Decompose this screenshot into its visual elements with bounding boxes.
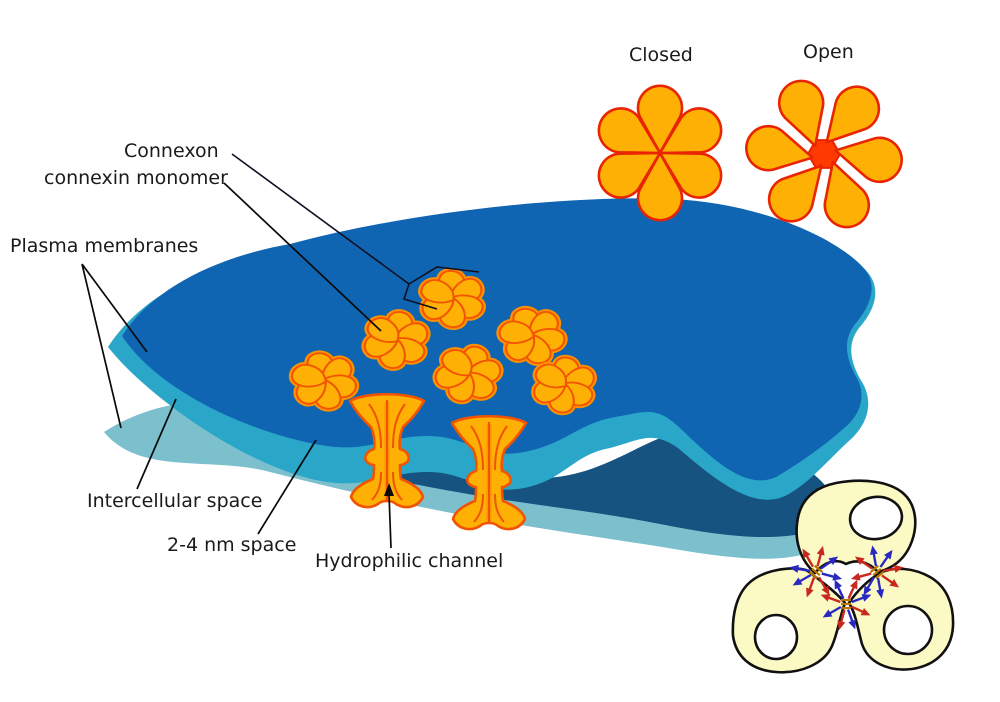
- connexon-leader-line: [231, 153, 410, 285]
- nm-space-leader-line: [257, 439, 317, 535]
- top-membrane-face: [122, 198, 872, 481]
- cell-nucleus-hole: [753, 613, 799, 661]
- label-intercellular-space: Intercellular space: [87, 490, 263, 512]
- open-connexon: [740, 73, 908, 235]
- coupled-cells: [731, 479, 955, 674]
- label-hydrophilic-channel: Hydrophilic channel: [315, 550, 504, 572]
- label-connexon: Connexon: [124, 140, 219, 162]
- label-open-state: Open: [803, 41, 854, 63]
- label-nm-space: 2-4 nm space: [167, 534, 297, 556]
- intercellular-space-leader-line: [136, 398, 177, 490]
- label-closed-state: Closed: [629, 44, 693, 66]
- plasma-membranes-leader-lines: [81, 263, 148, 429]
- hydrophilic-channel-leader-line: [388, 493, 392, 549]
- cell-nucleus-hole: [848, 495, 904, 541]
- cell-nucleus-hole: [882, 604, 934, 656]
- connexon-flower-target: [417, 271, 486, 327]
- connexin-monomer-leader-line: [223, 182, 382, 332]
- label-plasma-membranes: Plasma membranes: [10, 235, 199, 257]
- hydrophilic-channel-arrowhead: [384, 483, 394, 496]
- connexon-bracket: [402, 266, 480, 310]
- label-connexin-monomer: connexin monomer: [44, 167, 228, 189]
